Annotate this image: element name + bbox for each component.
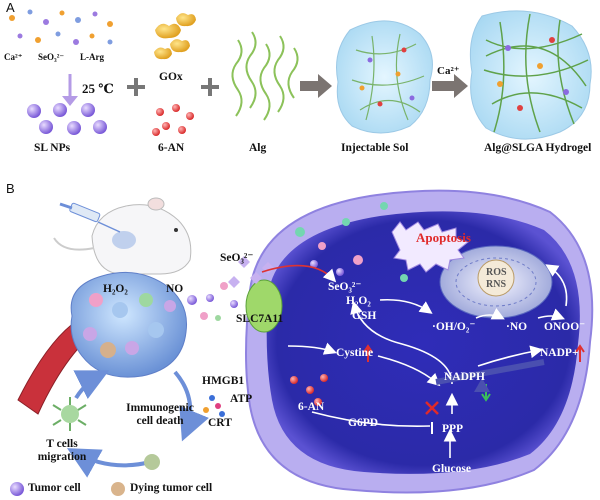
tumor-cell-legend-label: Tumor cell xyxy=(28,482,81,494)
t-cells-label: T cells migration xyxy=(37,438,87,463)
sl-nps-label: SL NPs xyxy=(34,142,71,154)
panel-a-label: A xyxy=(6,0,15,15)
t-cell-graphic xyxy=(52,397,87,431)
inhibition-cross-icon xyxy=(425,401,439,415)
ca-legend-label: Ca²⁺ xyxy=(4,52,23,62)
hydrogel-graphic xyxy=(469,10,592,140)
sl-nps-graphic xyxy=(27,103,107,135)
nadph-label: NADPH xyxy=(444,371,485,383)
syringe-icon xyxy=(59,202,121,233)
tumor-cell-legend-icon xyxy=(10,482,24,496)
alg-strands xyxy=(231,31,299,121)
cell-h2o2-label: H₂O₂ xyxy=(346,295,371,307)
mouse-illustration xyxy=(53,197,192,275)
gsh-label: GSH xyxy=(352,310,377,322)
onoo-label: ONOO⁻ xyxy=(544,321,586,333)
process-arrow xyxy=(300,74,332,98)
nadph-balance xyxy=(435,359,545,392)
pathway-arrows xyxy=(261,264,568,458)
plus-icon xyxy=(127,78,145,96)
slc7a11-label: SLC7A11 xyxy=(236,313,284,325)
dying-cell-legend-label: Dying tumor cell xyxy=(130,482,213,494)
injectable-sol-label: Injectable Sol xyxy=(341,142,409,154)
alg-label: Alg xyxy=(249,142,267,154)
temperature-label: 25 ℃ xyxy=(82,81,114,96)
seo3-legend-label: SeO₃²⁻ xyxy=(38,52,65,62)
sl-precursor-particles xyxy=(9,9,113,45)
apoptosis-label: Apoptosis xyxy=(416,230,471,245)
plus-icon xyxy=(201,78,219,96)
ca-arrow-label: Ca²⁺ xyxy=(437,65,460,77)
dying-cell-graphic xyxy=(144,454,160,470)
gox-graphic xyxy=(154,13,196,60)
panel-b-label: B xyxy=(6,181,15,196)
6-an-cell-label: 6-AN xyxy=(298,401,325,413)
temperature-arrow xyxy=(62,74,78,106)
oh-o2-label: ·OH/O₂⁻ xyxy=(432,321,476,333)
atp-label: ATP xyxy=(230,393,253,405)
ros-label: ROS xyxy=(486,267,507,278)
increase-arrow-icon xyxy=(575,344,585,362)
icd-label: Immunogenic cell death xyxy=(126,402,194,427)
6-an-graphic xyxy=(152,104,194,136)
icd-cycle-arrows xyxy=(67,370,209,478)
damp-dots xyxy=(203,395,225,417)
gox-label: GOx xyxy=(159,71,183,83)
intracellular-particles xyxy=(290,202,408,406)
tumor-mass xyxy=(70,271,188,378)
ppp-label: PPP xyxy=(442,423,464,435)
injectable-sol-graphic xyxy=(336,20,433,134)
increase-arrow-icon xyxy=(363,344,373,362)
cystine-label: Cystine xyxy=(336,347,374,359)
mitochondrion xyxy=(439,245,553,319)
seo3-inner-label: SeO₃²⁻ xyxy=(328,281,362,293)
nadp-label: NADP+ xyxy=(540,347,579,359)
seo3-outer-label: SeO₃²⁻ xyxy=(220,252,254,264)
released-nps xyxy=(187,282,238,321)
6-an-label: 6-AN xyxy=(158,142,185,154)
rns-label: RNS xyxy=(486,279,507,290)
g6pd-label: G6PD xyxy=(348,417,379,429)
slc7a11-channel xyxy=(245,279,283,333)
apoptosis-burst xyxy=(391,221,470,273)
larg-legend-label: L-Arg xyxy=(80,52,104,62)
no-radical-label: ·NO xyxy=(506,321,528,333)
hmgb1-label: HMGB1 xyxy=(202,375,245,387)
tumor-no-label: NO xyxy=(166,283,184,295)
crt-label: CRT xyxy=(208,417,232,429)
glucose-label: Glucose xyxy=(432,463,471,475)
ca-arrow xyxy=(432,74,468,98)
hydrogel-label: Alg@SLGA Hydrogel xyxy=(484,142,592,154)
tumor-h2o2-label: H₂O₂ xyxy=(103,283,128,295)
dying-cell-legend-icon xyxy=(111,482,125,496)
